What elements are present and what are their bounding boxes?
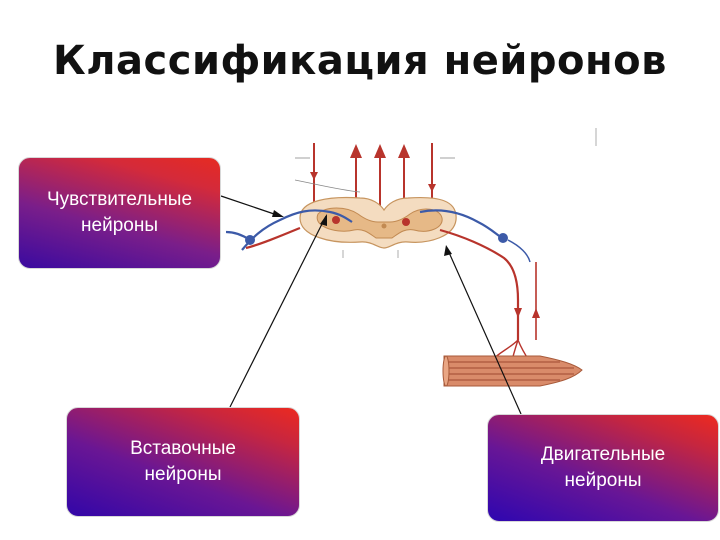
muscle-fibers xyxy=(446,361,574,381)
slide-title: Классификация нейронов xyxy=(53,38,667,84)
sensory-ganglion-right xyxy=(498,233,508,243)
motor-neurons-label-box: Двигательные нейроны xyxy=(487,414,719,522)
interneurons-label: Вставочные нейроны xyxy=(130,438,236,485)
sensory-fiber-right-ext xyxy=(507,239,531,263)
muscle-body xyxy=(443,355,583,387)
diagram-ticks xyxy=(342,128,597,258)
motor-pathway xyxy=(245,226,540,369)
arrow-down-motor xyxy=(514,308,522,318)
sensory-ganglion-left xyxy=(245,235,255,245)
sensory-fiber-right xyxy=(419,209,503,239)
arrow-up-sensory xyxy=(532,308,540,318)
spinal-tracts xyxy=(294,143,455,212)
arrow-down-right xyxy=(428,184,436,192)
arrow-down-left xyxy=(310,172,318,180)
leader-inter-arrow xyxy=(320,214,327,226)
arrow-up-1 xyxy=(350,144,362,158)
interneurons-label-box: Вставочные нейроны xyxy=(66,407,300,517)
leader-inter xyxy=(229,215,327,408)
leader-motor-arrow xyxy=(444,245,452,256)
leader-sensory-arrow xyxy=(272,210,284,217)
gray-matter xyxy=(316,207,443,239)
arrow-up-2 xyxy=(374,144,386,158)
leader-sensory xyxy=(220,195,281,217)
spinal-cord-section xyxy=(299,196,457,249)
thin-fiber xyxy=(294,179,361,193)
leader-motor xyxy=(446,247,522,415)
sensory-neurons-label-box: Чувствительные нейроны xyxy=(18,157,221,269)
motor-fiber-left xyxy=(245,226,301,250)
muscle-bundle xyxy=(442,355,583,387)
interneuron-body-right xyxy=(402,218,410,226)
interneuron-body-left xyxy=(332,216,340,224)
leader-lines xyxy=(220,195,522,415)
arrow-up-3 xyxy=(398,144,410,158)
central-canal xyxy=(381,223,387,229)
sensory-pathway xyxy=(225,209,531,263)
muscle-end xyxy=(442,355,450,387)
sensory-neurons-label: Чувствительные нейроны xyxy=(46,189,193,236)
sensory-fiber-left xyxy=(241,209,353,251)
motor-fiber-right xyxy=(439,228,520,340)
motor-neurons-label: Двигательные нейроны xyxy=(540,444,666,491)
